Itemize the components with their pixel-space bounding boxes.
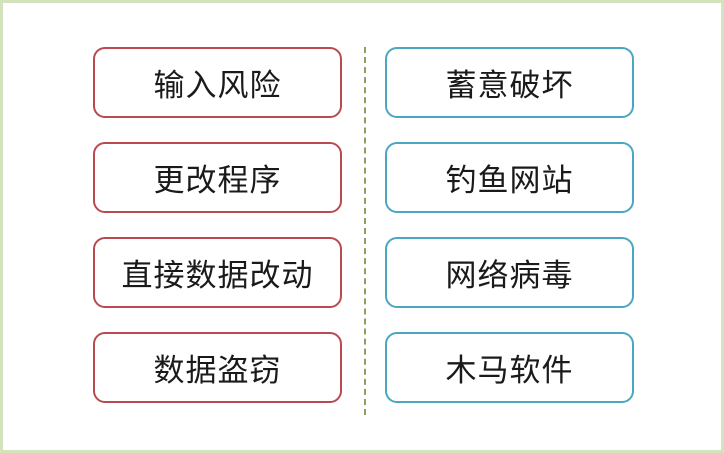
threat-label: 钓鱼网站	[445, 163, 574, 199]
risk-box-input: 输入风险	[93, 47, 342, 118]
threat-label: 网络病毒	[445, 258, 574, 294]
risk-label: 直接数据改动	[121, 258, 314, 294]
threat-box-sabotage: 蓄意破坏	[385, 47, 634, 118]
risk-label: 更改程序	[153, 163, 282, 199]
risk-label: 输入风险	[153, 68, 282, 104]
risk-box-direct-data-change: 直接数据改动	[93, 237, 342, 308]
threat-label: 蓄意破坏	[445, 68, 574, 104]
left-risk-column: 输入风险 更改程序 直接数据改动 数据盗窃	[93, 47, 342, 427]
threat-box-virus: 网络病毒	[385, 237, 634, 308]
threat-box-phishing: 钓鱼网站	[385, 142, 634, 213]
threat-label: 木马软件	[445, 353, 574, 389]
threat-box-trojan: 木马软件	[385, 332, 634, 403]
column-divider	[364, 47, 366, 415]
right-threat-column: 蓄意破坏 钓鱼网站 网络病毒 木马软件	[385, 47, 634, 427]
risk-box-data-theft: 数据盗窃	[93, 332, 342, 403]
risk-label: 数据盗窃	[153, 353, 282, 389]
risk-box-program-change: 更改程序	[93, 142, 342, 213]
